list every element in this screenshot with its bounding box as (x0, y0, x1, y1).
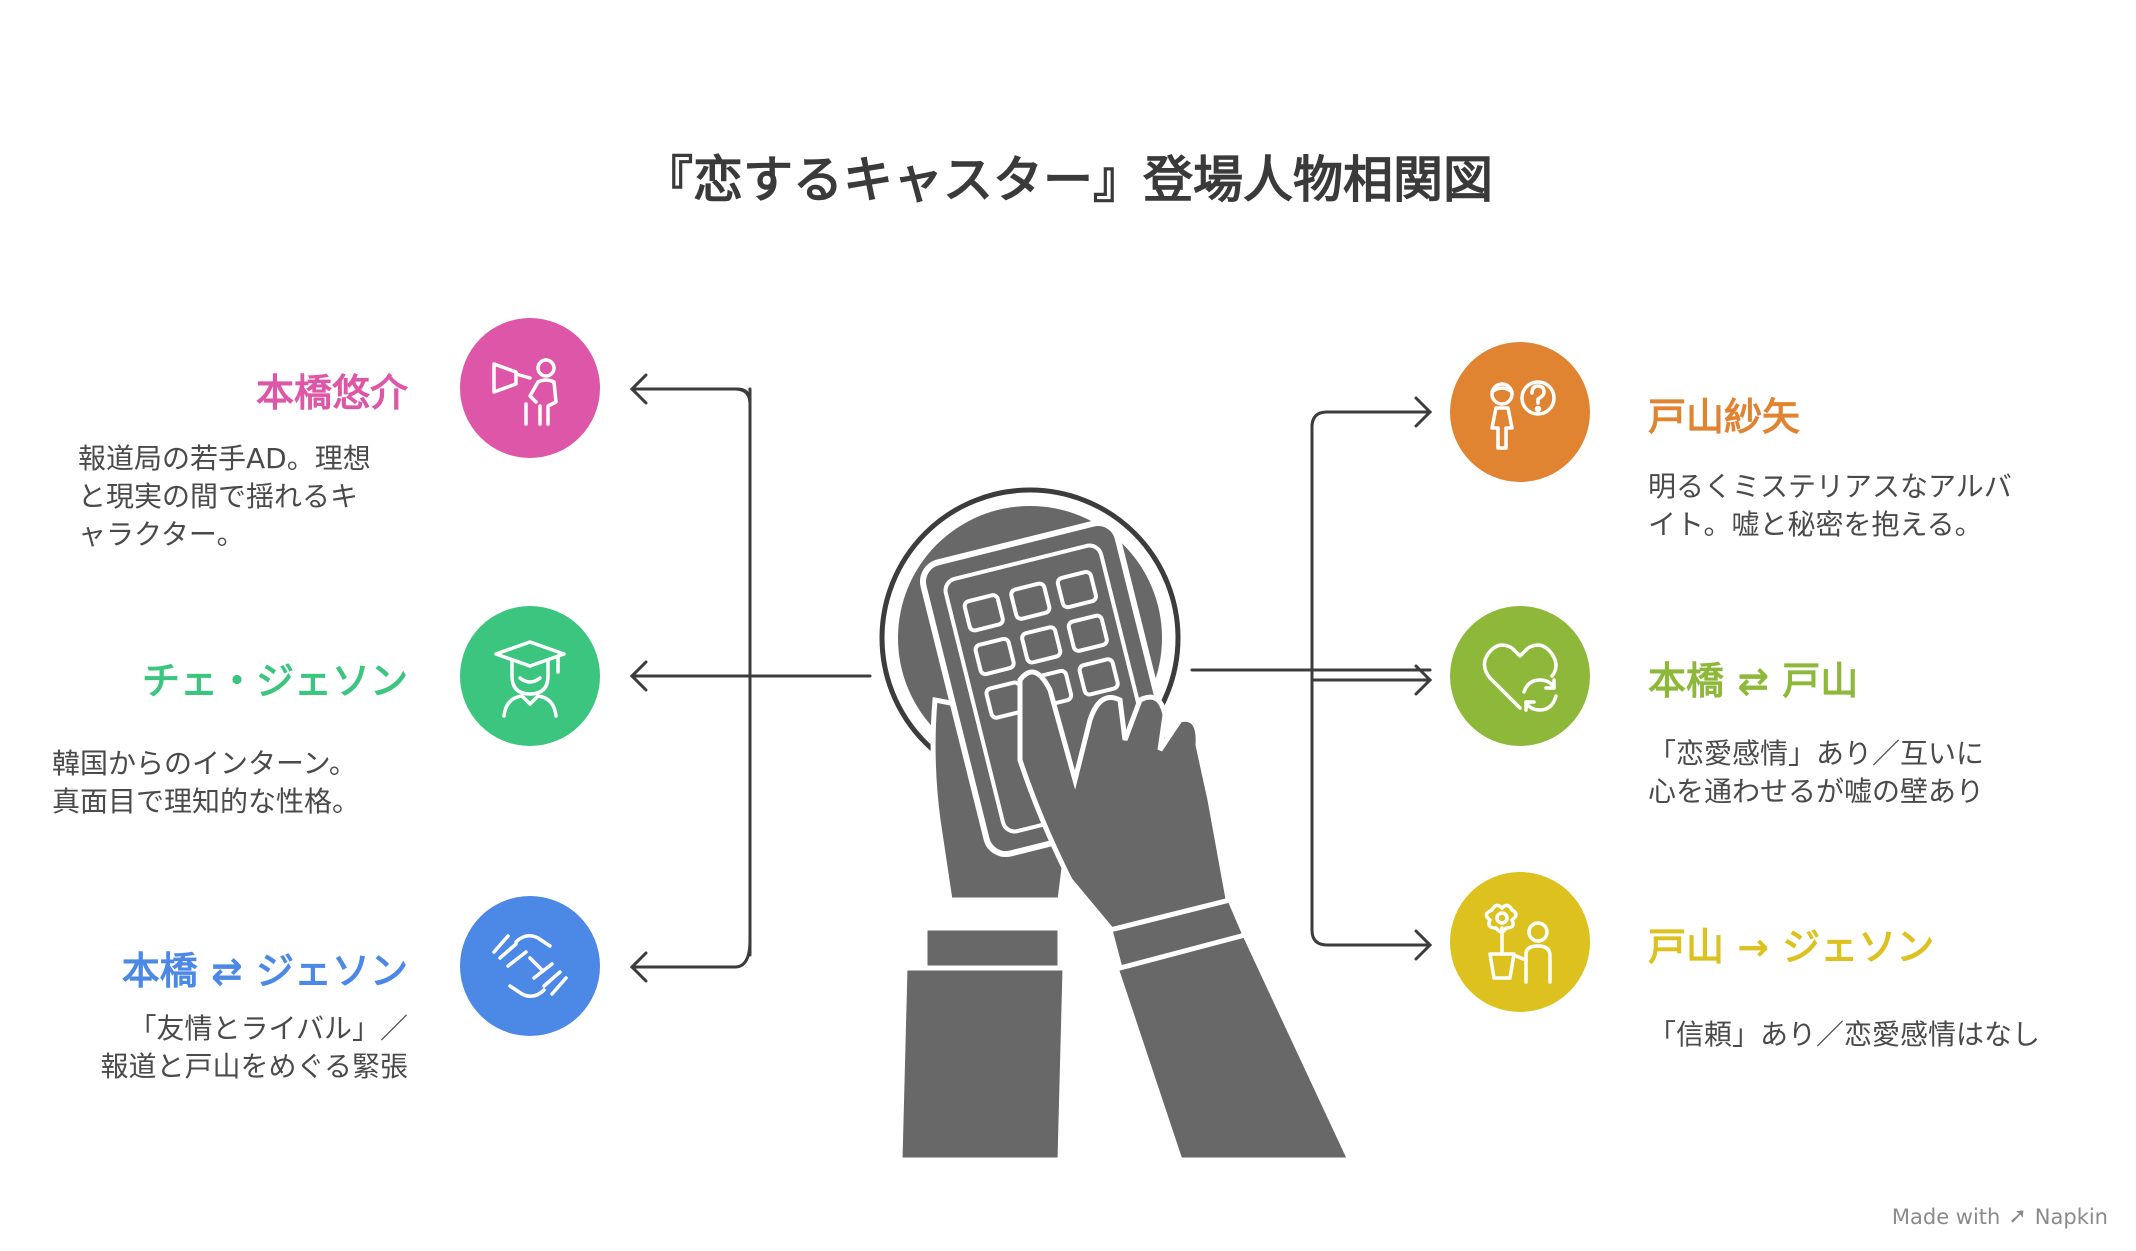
arrow-right-bottom (1414, 929, 1433, 961)
diagram-title: 『恋するキャスター』登場人物相関図 (643, 151, 1493, 209)
desc-jaeson: 韓国からのインターン。 真面目で理知的な性格。 (52, 745, 360, 821)
name-honbashi: 本橋悠介 (255, 371, 408, 415)
arrow-right-middle (1414, 664, 1433, 696)
desc-honbashi-jaeson: 「友情とライバル」／ 報道と戸山をめぐる緊張 (70, 1010, 408, 1086)
name-jaeson: チェ・ジェソン (141, 659, 408, 703)
arrow-left-middle (629, 660, 648, 692)
name-toyama: 戸山紗矢 (1648, 395, 1801, 439)
desc-honbashi: 報道局の若手AD。理想 と現実の間で揺れるキ ャラクター。 (78, 440, 371, 554)
connector-right-bottom-corner (1310, 928, 1432, 947)
name-toyama-jaeson: 戸山 → ジェソン (1648, 925, 1935, 969)
desc-line: ャラクター。 (78, 518, 245, 551)
circle-right-1 (1450, 342, 1590, 482)
circle-right-2 (1450, 606, 1590, 746)
connector-left-top-corner (630, 387, 752, 406)
name-honbashi-jaeson: 本橋 ⇄ ジェソン (121, 949, 408, 993)
name-honbashi-toyama: 本橋 ⇄ 戸山 (1648, 659, 1859, 703)
flower-gift-icon (1484, 903, 1552, 984)
made-with-label: Made with (1891, 1204, 2001, 1229)
desc-line: 「友情とライバル」／ (128, 1012, 408, 1045)
desc-line: 心を通わせるが嘘の壁あり (1648, 775, 1985, 808)
desc-line: 真面目で理知的な性格。 (52, 785, 361, 818)
circle-right-3 (1450, 872, 1590, 1012)
desc-line: 報道と戸山をめぐる緊張 (100, 1050, 408, 1083)
question-person-icon (1490, 380, 1556, 450)
desc-line: 「信頼」あり／恋愛感情はなし (1648, 1018, 2041, 1051)
circle-left-3 (460, 896, 600, 1036)
calculator-hands-illustration (879, 487, 1354, 1163)
napkin-brand: Napkin (2034, 1204, 2108, 1229)
graduate-icon (494, 640, 566, 718)
made-with-napkin: Made with ➚ Napkin (1892, 1204, 2108, 1229)
desc-toyama-jaeson: 「信頼」あり／恋愛感情はなし (1648, 1016, 2040, 1054)
arrow-left-top (629, 373, 648, 405)
megaphone-person-icon (492, 358, 558, 426)
arrow-right-top (1414, 396, 1433, 428)
connector-left-top (630, 387, 752, 403)
circle-left-2 (460, 606, 600, 746)
desc-line: 報道局の若手AD。理想 (78, 442, 371, 475)
heart-cycle-icon (1482, 643, 1558, 712)
napkin-logo-icon: ➚ (2008, 1204, 2027, 1229)
connector-left-bottom-corner (630, 938, 752, 969)
desc-line: イト。嘘と秘密を抱える。 (1648, 508, 1983, 541)
connector-right-top-corner (1310, 410, 1432, 429)
desc-line: 韓国からのインターン。 (52, 747, 357, 780)
desc-line: と現実の間で揺れるキ (78, 480, 359, 513)
desc-toyama: 明るくミステリアスなアルバ イト。嘘と秘密を抱える。 (1648, 468, 2012, 544)
handshake-icon (492, 934, 568, 998)
desc-honbashi-toyama: 「恋愛感情」あり／互いに 心を通わせるが嘘の壁あり (1648, 735, 1984, 811)
circle-left-1 (460, 318, 600, 458)
desc-line: 「恋愛感情」あり／互いに (1648, 737, 1985, 770)
arrow-left-bottom (629, 951, 648, 983)
desc-line: 明るくミステリアスなアルバ (1648, 470, 2012, 503)
